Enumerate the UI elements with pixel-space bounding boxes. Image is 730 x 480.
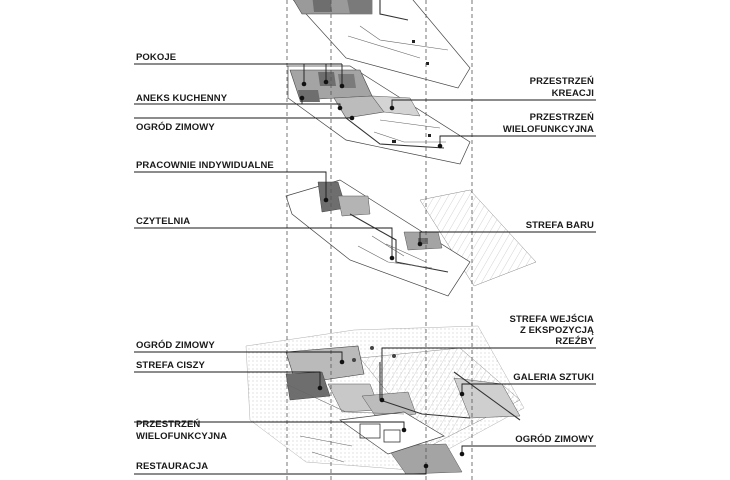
labels: POKOJE ANEKS KUCHENNY OGRÓD ZIMOWY PRZES…	[136, 52, 594, 472]
label-przestrzen-wielofunkcyjna-top-1: PRZESTRZEŃ	[530, 112, 594, 123]
label-ogrod-zimowy-bot: OGRÓD ZIMOWY	[515, 433, 594, 445]
label-aneks-kuchenny: ANEKS KUCHENNY	[136, 93, 228, 104]
label-przestrzen-wielofunkcyjna-bot-1: PRZESTRZEŃ	[136, 419, 200, 430]
label-galeria-sztuki: GALERIA SZTUKI	[513, 372, 594, 383]
label-przestrzen-kreacji-1: PRZESTRZEŃ	[530, 76, 594, 87]
label-ogrod-zimowy-mid: OGRÓD ZIMOWY	[136, 339, 215, 351]
vertical-guide-lines	[286, 0, 473, 480]
label-przestrzen-wielofunkcyjna-top-2: WIELOFUNKCYJNA	[503, 124, 594, 135]
label-strefa-wejscia-3: RZEŹBY	[555, 336, 594, 347]
level-middle	[285, 179, 537, 297]
label-strefa-ciszy: STREFA CISZY	[136, 360, 206, 371]
level-ground	[245, 325, 525, 475]
label-strefa-wejscia-1: STREFA WEJŚCIA	[510, 313, 594, 325]
label-przestrzen-wielofunkcyjna-bot-2: WIELOFUNKCYJNA	[136, 431, 227, 442]
label-pracownie-indywidualne: PRACOWNIE INDYWIDUALNE	[136, 160, 274, 171]
label-restauracja: RESTAURACJA	[136, 461, 208, 472]
label-przestrzen-kreacji-2: KREACJI	[552, 88, 594, 99]
label-czytelnia: CZYTELNIA	[136, 216, 190, 227]
label-pokoje: POKOJE	[136, 52, 176, 63]
label-strefa-wejscia-2: Z EKSPOZYCJĄ	[520, 325, 594, 336]
label-strefa-baru: STREFA BARU	[526, 220, 594, 231]
leader-lines	[134, 63, 596, 475]
label-ogrod-zimowy-top: OGRÓD ZIMOWY	[136, 121, 215, 133]
